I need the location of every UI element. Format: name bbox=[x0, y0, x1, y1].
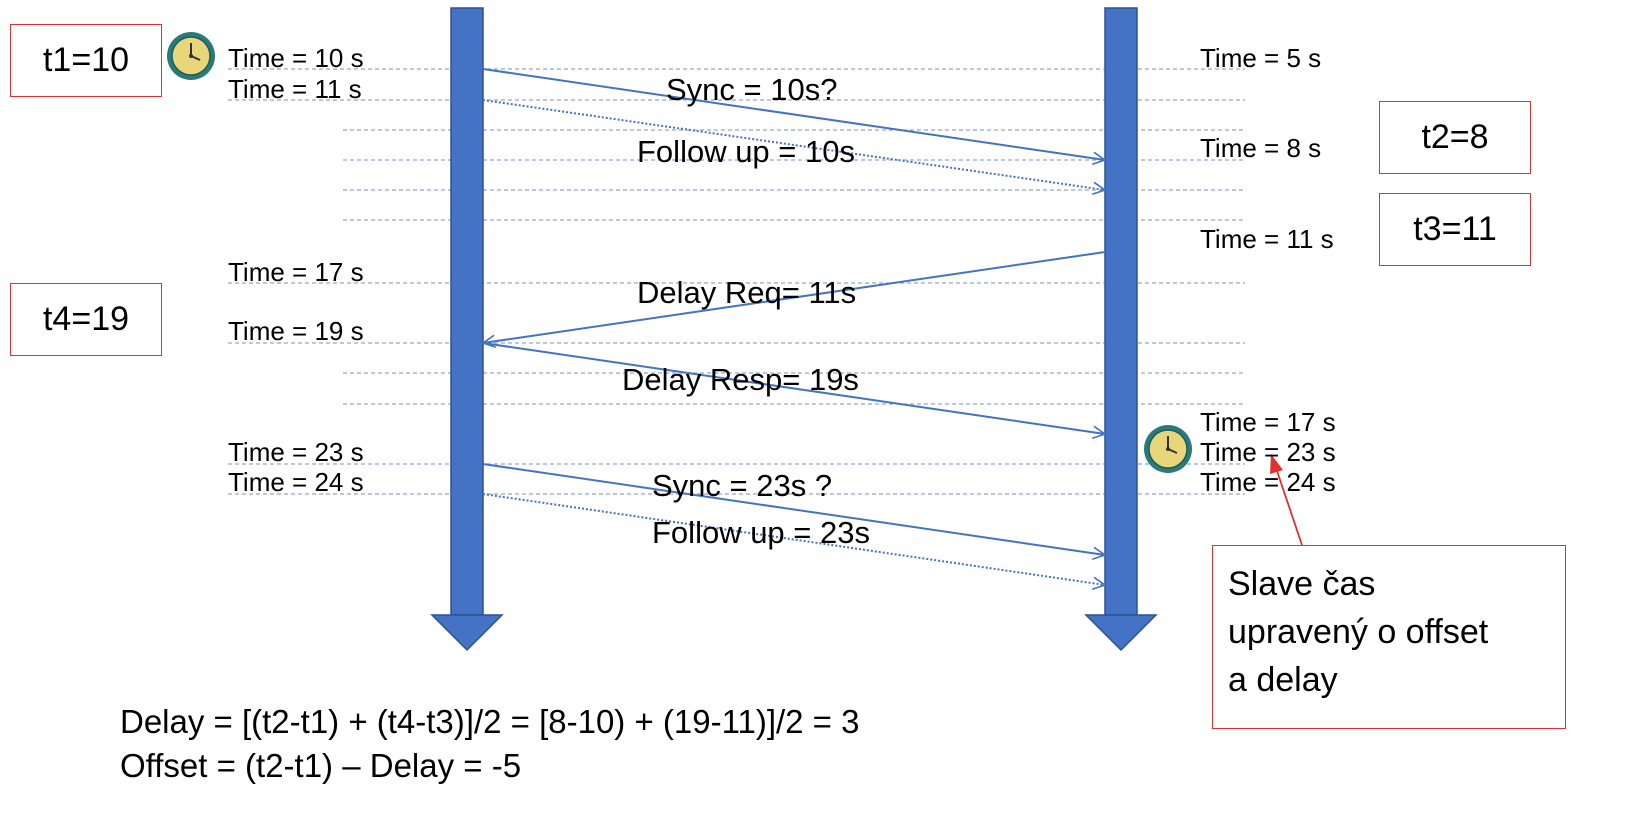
slave-time-label: Time = 17 s bbox=[1200, 407, 1336, 437]
sync-message-1: Sync = 10s? bbox=[666, 72, 838, 107]
t2-box: t2=8 bbox=[1379, 101, 1531, 174]
delay-resp-message: Delay Resp= 19s bbox=[622, 362, 859, 397]
delay-req-arrow bbox=[483, 251, 1106, 343]
master-time-label: Time = 24 s bbox=[228, 467, 364, 497]
follow-up-arrow-1 bbox=[482, 99, 1105, 190]
delay-req-message: Delay Req= 11s bbox=[637, 275, 857, 310]
note-pointer-head bbox=[1270, 454, 1283, 474]
sync-arrow-2 bbox=[482, 463, 1105, 555]
slave-time-label: Time = 24 s bbox=[1200, 467, 1336, 497]
note-line: Slave čas bbox=[1228, 565, 1376, 603]
master-timeline bbox=[430, 7, 504, 652]
slave-time-label: Time = 23 s bbox=[1200, 437, 1336, 467]
grid-lines bbox=[228, 68, 1245, 495]
master-time-label: Time = 10 s bbox=[228, 43, 364, 73]
master-time-label: Time = 11 s bbox=[228, 74, 362, 104]
master-time-label: Time = 19 s bbox=[228, 316, 364, 346]
delay-resp-arrow bbox=[482, 342, 1105, 434]
slave-time-label: Time = 11 s bbox=[1200, 224, 1334, 254]
delay-formula: Delay = [(t2-t1) + (t4-t3)]/2 = [8-10) +… bbox=[120, 703, 860, 740]
t4-box: t4=19 bbox=[10, 283, 162, 356]
clock-icon bbox=[1144, 425, 1192, 473]
follow-up-message-2: Follow up = 23s bbox=[652, 515, 870, 550]
follow-up-message-1: Follow up = 10s bbox=[637, 134, 855, 169]
t3-box: t3=11 bbox=[1379, 193, 1531, 266]
slave-time-label: Time = 8 s bbox=[1200, 133, 1322, 163]
master-time-label: Time = 23 s bbox=[228, 437, 364, 467]
note-line: upravený o offset bbox=[1228, 613, 1489, 651]
slave-offset-note: Slave čas upravený o offset a delay bbox=[1212, 545, 1566, 729]
master-time-label: Time = 17 s bbox=[228, 257, 364, 287]
sync-message-2: Sync = 23s ? bbox=[652, 468, 833, 503]
note-line: a delay bbox=[1228, 661, 1338, 699]
sync-arrow-1 bbox=[482, 68, 1105, 160]
slave-time-label: Time = 5 s bbox=[1200, 43, 1322, 73]
clock-icon bbox=[167, 32, 215, 80]
offset-formula: Offset = (t2-t1) – Delay = -5 bbox=[120, 747, 522, 784]
note-pointer-arrow bbox=[1275, 467, 1303, 546]
slave-timeline bbox=[1084, 7, 1158, 652]
follow-up-arrow-2 bbox=[482, 493, 1105, 585]
t1-box: t1=10 bbox=[10, 24, 162, 97]
